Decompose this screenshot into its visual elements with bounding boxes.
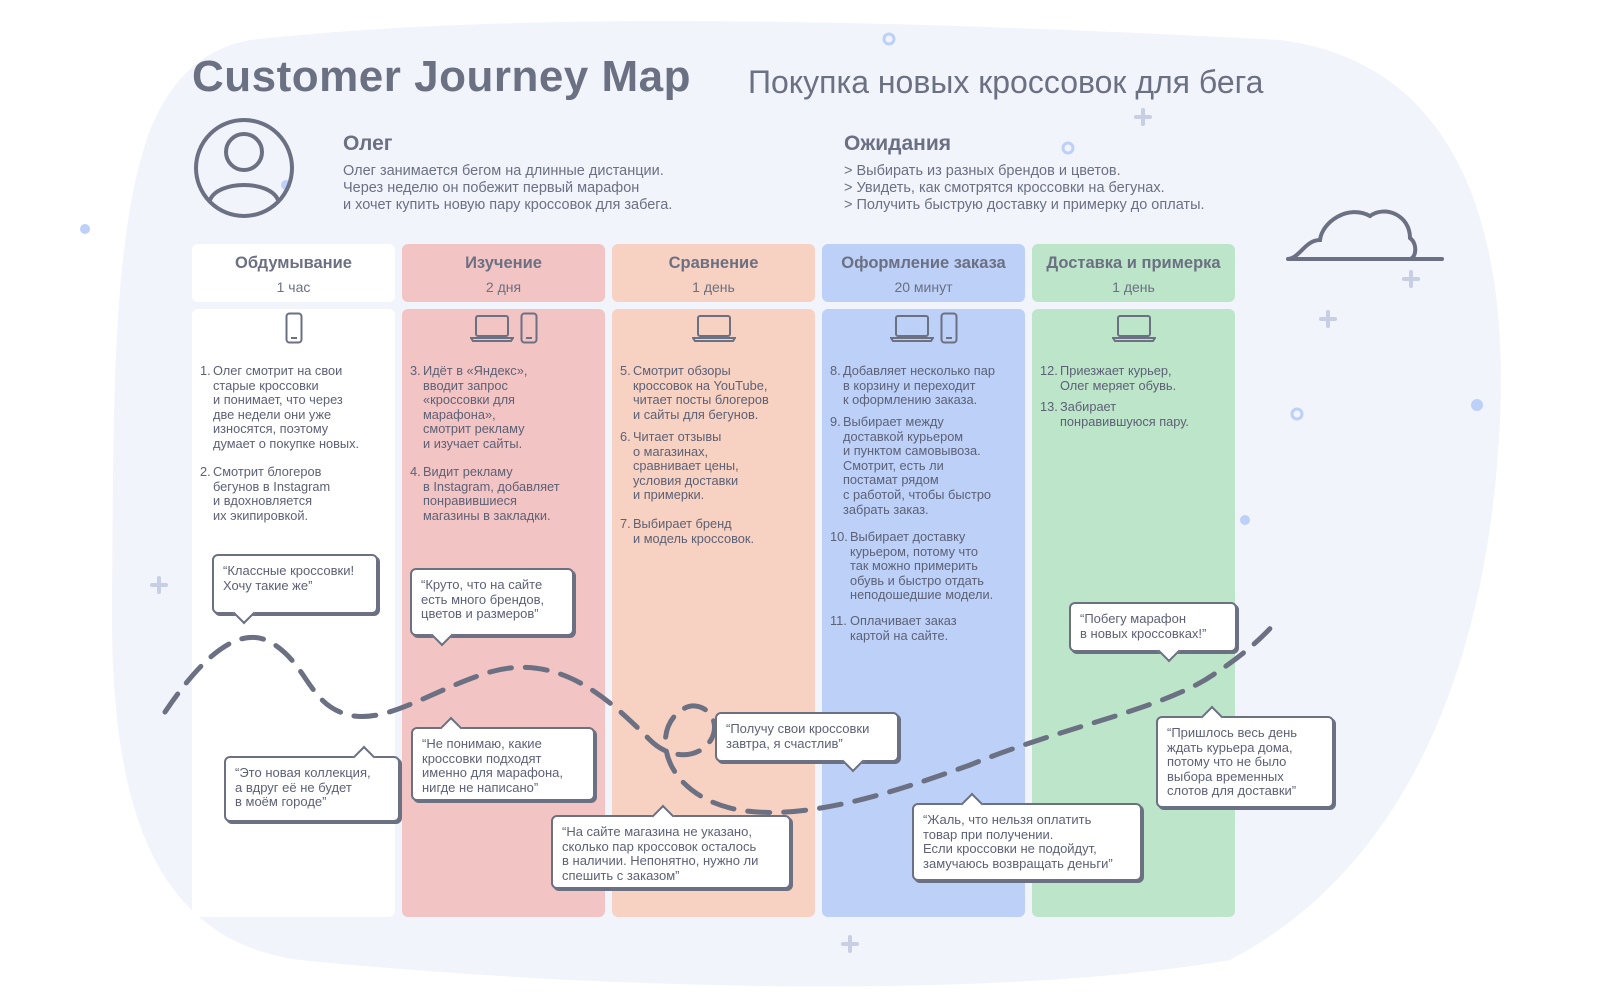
decor-ring xyxy=(882,32,896,46)
step-text: Идёт в «Яндекс», вводит запрос «кроссовк… xyxy=(423,363,528,451)
step-number: 3. xyxy=(410,363,421,378)
expectation-item: > Получить быструю доставку и примерку д… xyxy=(844,197,1205,213)
step-number: 1. xyxy=(200,363,211,378)
step-text: Забирает понравившуюся пару. xyxy=(1060,399,1189,429)
laptop-icon xyxy=(468,314,515,347)
journey-step: 12.Приезжает курьер, Олег меряет обувь. xyxy=(1040,363,1235,408)
quote-bubble: “На сайте магазина не указано, сколько п… xyxy=(551,804,791,889)
step-text: Смотрит обзоры кроссовок на YouTube, чит… xyxy=(633,363,769,422)
quote-bubble: “Жаль, что нельзя оплатить товар при пол… xyxy=(912,792,1142,881)
decor-dot xyxy=(1240,515,1250,525)
stage-duration: 1 день xyxy=(692,279,735,295)
journey-step: 2.Смотрит блогеров бегунов в Instagram и… xyxy=(200,464,395,538)
step-number: 12. xyxy=(1040,363,1058,378)
journey-step: 11.Оплачивает заказ картой на сайте. xyxy=(830,613,1025,658)
laptop-icon xyxy=(888,314,935,347)
quote-bubble: “Побегу марафон в новых кроссовках!” xyxy=(1069,602,1237,663)
decor-dot xyxy=(80,224,90,234)
journey-step: 9.Выбирает между доставкой курьером и пу… xyxy=(830,414,1025,532)
persona-line: Через неделю он побежит первый марафон xyxy=(343,180,640,196)
expectations-block: Ожидания > Выбирать из разных брендов и … xyxy=(844,132,1284,214)
phone-icon xyxy=(940,312,958,349)
quote-bubble: “Не понимаю, какие кроссовки подходят им… xyxy=(411,716,595,801)
step-number: 2. xyxy=(200,464,211,479)
stage-name: Оформление заказа xyxy=(841,254,1006,272)
laptop-icon xyxy=(1110,314,1157,347)
journey-step: 3.Идёт в «Яндекс», вводит запрос «кроссо… xyxy=(410,363,605,467)
stage-devices xyxy=(822,312,1025,348)
page-subtitle: Покупка новых кроссовок для бега xyxy=(748,64,1264,100)
journey-step: 4.Видит рекламу в Instagram, добавляет п… xyxy=(410,464,605,538)
journey-step: 13.Забирает понравившуюся пару. xyxy=(1040,399,1235,444)
stage-name: Обдумывание xyxy=(235,254,352,272)
stage-devices xyxy=(192,312,395,348)
step-text: Видит рекламу в Instagram, добавляет пон… xyxy=(423,464,560,523)
quote-bubble: “Это новая коллекция, а вдруг её не буде… xyxy=(224,745,400,822)
expectation-item: > Выбирать из разных брендов и цветов. xyxy=(844,163,1121,179)
stage-header: Оформление заказа 20 минут xyxy=(822,244,1025,302)
stage-duration: 20 минут xyxy=(894,279,953,295)
persona-description: Олег занимается бегом на длинные дистанц… xyxy=(343,163,763,214)
stage-header: Доставка и примерка 1 день xyxy=(1032,244,1235,302)
quote-bubble: “Классные кроссовки! Хочу такие же” xyxy=(212,554,378,625)
stage-devices xyxy=(1032,312,1235,348)
stage-header: Сравнение 1 день xyxy=(612,244,815,302)
stage-duration: 1 час xyxy=(276,279,311,295)
decor-ring xyxy=(1290,407,1304,421)
step-number: 6. xyxy=(620,429,631,444)
step-text: Смотрит блогеров бегунов в Instagram и в… xyxy=(213,464,331,523)
decor-plus xyxy=(150,108,1420,953)
persona-line: Олег занимается бегом на длинные дистанц… xyxy=(343,163,664,179)
quote-bubble: “Получу свои кроссовки завтра, я счастли… xyxy=(715,712,899,773)
journey-step: 7.Выбирает бренд и модель кроссовок. xyxy=(620,516,815,561)
journey-step: 6.Читает отзывы о магазинах, сравнивает … xyxy=(620,429,815,518)
stage-devices xyxy=(402,312,605,348)
persona-block: Олег Олег занимается бегом на длинные ди… xyxy=(343,132,763,214)
quote-bubble: “Пришлось весь день ждать курьера дома, … xyxy=(1156,705,1334,808)
stage-devices xyxy=(612,312,815,348)
step-text: Приезжает курьер, Олег меряет обувь. xyxy=(1060,363,1177,393)
phone-icon xyxy=(520,312,538,349)
laptop-icon xyxy=(690,314,737,347)
stage-name: Изучение xyxy=(465,254,542,272)
step-number: 9. xyxy=(830,414,841,429)
step-text: Добавляет несколько пар в корзину и пере… xyxy=(843,363,995,408)
persona-avatar-icon xyxy=(194,118,294,218)
cloud-doodle xyxy=(1286,209,1444,261)
decor-ring xyxy=(1061,141,1075,155)
step-number: 5. xyxy=(620,363,631,378)
stage-name: Сравнение xyxy=(668,254,759,272)
journey-step: 5.Смотрит обзоры кроссовок на YouTube, ч… xyxy=(620,363,815,437)
step-text: Читает отзывы о магазинах, сравнивает це… xyxy=(633,429,739,503)
step-number: 7. xyxy=(620,516,631,531)
expectations-list: > Выбирать из разных брендов и цветов. >… xyxy=(844,163,1284,214)
journey-step: 8.Добавляет несколько пар в корзину и пе… xyxy=(830,363,1025,423)
step-number: 4. xyxy=(410,464,421,479)
expectations-title: Ожидания xyxy=(844,132,951,155)
stage-name: Доставка и примерка xyxy=(1046,254,1221,272)
journey-step: 10.Выбирает доставку курьером, потому чт… xyxy=(830,529,1025,618)
journey-step: 1.Олег смотрит на свои старые кроссовки … xyxy=(200,363,395,467)
step-number: 8. xyxy=(830,363,841,378)
quote-bubble: “Круто, что на сайте есть много брендов,… xyxy=(410,568,574,647)
phone-icon xyxy=(285,312,303,349)
step-text: Выбирает бренд и модель кроссовок. xyxy=(633,516,755,546)
stage-header: Обдумывание 1 час xyxy=(192,244,395,302)
stage-duration: 2 дня xyxy=(485,279,522,295)
expectation-item: > Увидеть, как смотрятся кроссовки на бе… xyxy=(844,180,1165,196)
persona-line: и хочет купить новую пару кроссовок для … xyxy=(343,197,673,213)
decor-dot xyxy=(1471,399,1483,411)
step-text: Выбирает доставку курьером, потому что т… xyxy=(850,529,994,603)
stage-duration: 1 день xyxy=(1112,279,1155,295)
persona-name: Олег xyxy=(343,132,393,155)
page-title: Customer Journey Map xyxy=(192,52,691,101)
stage-header: Изучение 2 дня xyxy=(402,244,605,302)
step-number: 10. xyxy=(830,529,848,544)
step-text: Выбирает между доставкой курьером и пунк… xyxy=(843,414,992,517)
step-text: Оплачивает заказ картой на сайте. xyxy=(850,613,957,643)
step-number: 13. xyxy=(1040,399,1058,414)
step-number: 11. xyxy=(830,613,847,628)
step-text: Олег смотрит на свои старые кроссовки и … xyxy=(213,363,360,451)
